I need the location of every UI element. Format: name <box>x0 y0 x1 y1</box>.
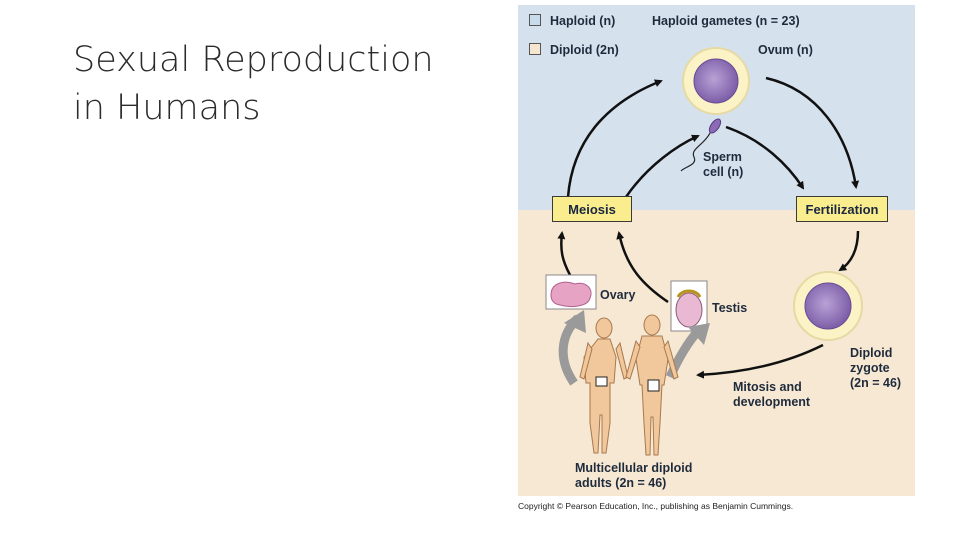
label-zygote-3: (2n = 46) <box>850 376 902 390</box>
sperm-cell <box>680 118 722 172</box>
female-figure <box>579 317 629 454</box>
title-line-2: in Humans <box>73 88 261 128</box>
gray-arrow-male-head <box>688 323 710 345</box>
arrow-zygote-to-adults <box>696 343 824 379</box>
label-ovum: Ovum (n) <box>758 43 813 57</box>
arrow-testis-to-meiosis <box>616 231 669 304</box>
diploid-zone <box>518 210 915 496</box>
arrow-fertilization-to-zygote <box>838 230 860 272</box>
label-mitosis-1: Mitosis and <box>733 380 802 394</box>
label-zygote-1: Diploid <box>850 346 893 360</box>
arrow-ovum-to-fertilization <box>765 76 860 189</box>
label-sperm-2: cell (n) <box>703 165 744 179</box>
label-adults-1: Multicellular diploid <box>575 461 693 475</box>
ovum-cell <box>682 47 750 115</box>
arrow-meiosis-to-ovum <box>566 79 663 198</box>
life-cycle-figure: Haploid (n) Diploid (2n) Haploid gametes… <box>518 5 915 496</box>
copyright-notice: Copyright © Pearson Education, Inc., pub… <box>518 501 794 511</box>
title-line-1: Sexual Reproduction <box>73 40 434 80</box>
label-haploid-gametes: Haploid gametes (n = 23) <box>652 14 800 28</box>
zygote-cell <box>793 271 863 341</box>
legend-haploid: Haploid (n) <box>550 14 616 28</box>
haploid-swatch <box>529 14 541 26</box>
male-figure <box>625 314 679 456</box>
meiosis-box: Meiosis <box>552 196 632 222</box>
legend-diploid: Diploid (2n) <box>550 43 619 57</box>
life-cycle-diagram <box>518 5 915 496</box>
label-mitosis-2: development <box>733 395 811 409</box>
ovary-image <box>545 274 597 310</box>
arrow-ovary-to-meiosis <box>557 231 572 276</box>
label-sperm-1: Sperm <box>703 150 742 164</box>
gray-arrow-female-head <box>564 310 586 333</box>
label-testis: Testis <box>712 301 748 315</box>
arrow-sperm-to-fertilization <box>725 125 805 190</box>
arrow-meiosis-to-sperm <box>624 134 700 198</box>
testis-image <box>670 280 708 332</box>
diploid-swatch <box>529 43 541 55</box>
label-zygote-2: zygote <box>850 361 890 375</box>
label-ovary: Ovary <box>600 288 636 302</box>
label-adults-2: adults (2n = 46) <box>575 476 667 490</box>
slide-title: Sexual Reproduction in Humans <box>73 36 473 132</box>
fertilization-box: Fertilization <box>796 196 888 222</box>
